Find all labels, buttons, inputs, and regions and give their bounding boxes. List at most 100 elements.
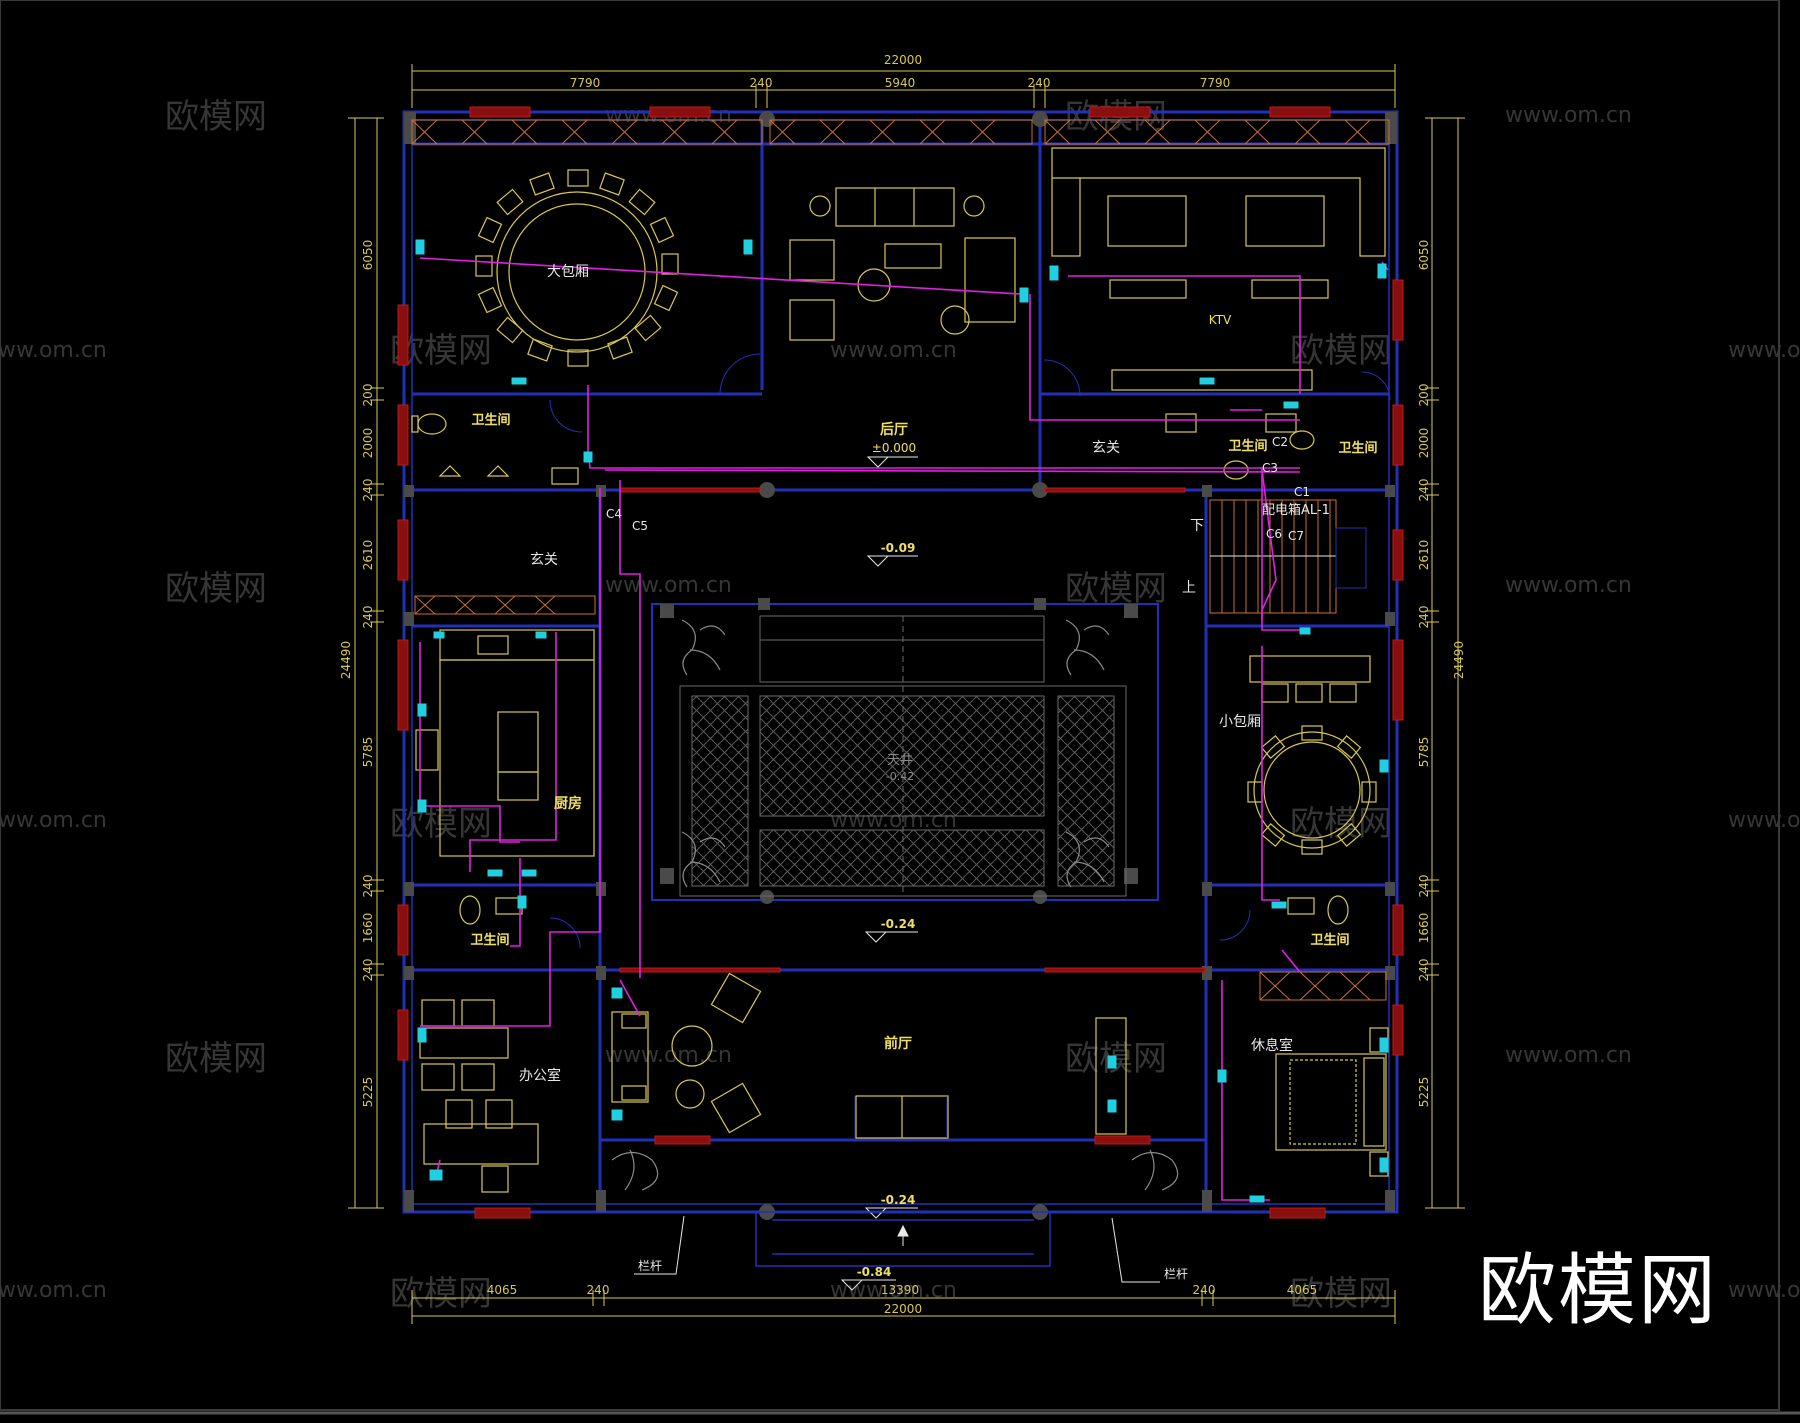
level-labels: -0.09 -0.24 -0.24 -0.84 xyxy=(857,541,916,1279)
watermark-url: www.om.cn xyxy=(1728,338,1800,363)
dim-ticks xyxy=(348,117,1465,1209)
dim-right-overall: 24490 xyxy=(1452,641,1466,679)
dim-top-1: 7790 xyxy=(570,76,601,90)
watermark-url: www.om.cn xyxy=(605,573,732,598)
circuit-c1: C1 xyxy=(1294,485,1310,499)
dim-left-1: 6050 xyxy=(361,240,375,271)
circuit-c7: C7 xyxy=(1288,529,1304,543)
dim-bottom-overall: 22000 xyxy=(884,1302,922,1316)
doors xyxy=(549,353,1391,1138)
railing-leaders xyxy=(634,1215,1160,1283)
columns xyxy=(404,111,1397,1220)
label-restroom-right-bottom: 卫生间 xyxy=(1310,932,1349,948)
stairs xyxy=(1209,499,1367,614)
label-rest-room: 休息室 xyxy=(1251,1037,1293,1054)
label-kitchen: 厨房 xyxy=(554,795,582,812)
dim-left-11: 5225 xyxy=(361,1077,375,1108)
label-small-private-room: 小包厢 xyxy=(1219,714,1261,730)
bed xyxy=(1275,1053,1387,1151)
level-entrance: -0.84 xyxy=(857,1265,892,1279)
plants xyxy=(611,619,1179,1191)
storage-cabinets xyxy=(411,119,1390,1001)
dim-right-8: 240 xyxy=(1417,875,1431,898)
dim-bottom-1: 4065 xyxy=(487,1283,518,1297)
electrical-fixtures xyxy=(415,239,1389,1203)
watermark-cn: 欧模网 xyxy=(165,569,267,609)
room-labels: 大包厢 后厅 ±0.000 KTV 玄关 玄关 卫生间 卫生间 卫生间 卫生间 … xyxy=(470,264,1377,1084)
dim-left-7: 5785 xyxy=(361,737,375,768)
watermark-cn: 欧模网 xyxy=(165,97,267,137)
watermark-url: www.om.cn xyxy=(830,1278,957,1303)
label-courtyard-level: -0.42 xyxy=(886,770,914,783)
dim-right-3: 2000 xyxy=(1417,428,1431,459)
label-courtyard: 天井 xyxy=(887,753,913,768)
dim-left-4: 240 xyxy=(361,479,375,502)
circuit-c3: C3 xyxy=(1262,461,1278,475)
dim-left-8: 240 xyxy=(361,875,375,898)
dim-bottom-2: 240 xyxy=(587,1283,610,1297)
watermark-url: www.om.cn xyxy=(830,338,957,363)
watermark-url: www.om.cn xyxy=(1728,1278,1800,1303)
dim-left-9: 1660 xyxy=(361,913,375,944)
label-rear-hall-level: ±0.000 xyxy=(872,441,916,455)
dim-top-3: 5940 xyxy=(885,76,916,90)
watermark-url: www.om.cn xyxy=(1505,103,1632,128)
dim-top-overall: 22000 xyxy=(884,53,922,67)
railing-right-label: 栏杆 xyxy=(1164,1266,1188,1281)
railing-left-label: 栏杆 xyxy=(638,1258,662,1273)
label-restroom-mid-b: 卫生间 xyxy=(1338,440,1377,456)
dim-right-5: 2610 xyxy=(1417,540,1431,571)
dim-right-10: 240 xyxy=(1417,959,1431,982)
label-rear-hall: 后厅 xyxy=(880,421,908,438)
label-restroom-mid-a: 卫生间 xyxy=(1228,438,1267,454)
dim-right-9: 1660 xyxy=(1417,913,1431,944)
label-big-private-room: 大包厢 xyxy=(547,264,589,280)
stair-down-label: 下 xyxy=(1190,518,1204,534)
dim-bottom-3: 13390 xyxy=(881,1283,919,1297)
entrance-steps xyxy=(755,1211,1051,1267)
level-corridor-bottom: -0.24 xyxy=(881,917,916,931)
dim-right-1: 6050 xyxy=(1417,240,1431,271)
circuit-labels: C1 C2 C3 C4 C5 C6 C7 配电箱AL-1 下 上 栏杆 栏杆 xyxy=(606,435,1330,1281)
dimensions xyxy=(354,64,1459,1324)
label-foyer-left: 玄关 xyxy=(530,551,558,568)
stair-up-label: 上 xyxy=(1182,580,1196,596)
label-restroom-left-bottom: 卫生间 xyxy=(470,932,509,948)
watermark-url: www.om.cn xyxy=(1505,1043,1632,1068)
level-markers xyxy=(840,456,918,1291)
circuit-c2: C2 xyxy=(1272,435,1288,449)
level-porch: -0.24 xyxy=(881,1193,916,1207)
dim-bottom-4: 240 xyxy=(1193,1283,1216,1297)
label-foyer-right: 玄关 xyxy=(1092,439,1120,456)
sofa-rear-hall xyxy=(835,187,955,227)
dim-right-6: 240 xyxy=(1417,606,1431,629)
courtyard-paving xyxy=(679,615,1127,897)
dim-top-4: 240 xyxy=(1028,76,1051,90)
dim-left-5: 2610 xyxy=(361,540,375,571)
electrical-wiring xyxy=(419,257,1389,1201)
dim-left-6: 240 xyxy=(361,606,375,629)
left-dimension-texts: 24490 6050 200 2000 240 2610 240 5785 24… xyxy=(339,240,375,1108)
watermark-cn: 欧模网 xyxy=(1290,1274,1392,1314)
watermark-url: www.om.cn xyxy=(1505,573,1632,598)
dim-left-overall: 24490 xyxy=(339,641,353,679)
circuit-c5: C5 xyxy=(632,519,648,533)
watermark-url: www.om.cn xyxy=(0,338,107,363)
windows xyxy=(397,106,1404,1219)
dim-right-2: 200 xyxy=(1417,384,1431,407)
dim-top-2: 240 xyxy=(750,76,773,90)
watermark-url: www.om.cn xyxy=(0,808,107,833)
dim-bottom-5: 4065 xyxy=(1287,1283,1318,1297)
level-corridor-top: -0.09 xyxy=(881,541,916,555)
dim-left-3: 2000 xyxy=(361,428,375,459)
watermark-cn: 欧模网 xyxy=(390,1274,492,1314)
watermark-url: www.om.cn xyxy=(0,1278,107,1303)
ktv-sofa xyxy=(1051,147,1386,257)
label-office: 办公室 xyxy=(519,1067,561,1084)
brand-logo: 欧模网 xyxy=(1478,1246,1719,1336)
label-restroom-left-top: 卫生间 xyxy=(471,412,510,428)
dim-left-10: 240 xyxy=(361,959,375,982)
watermark-url: www.om.cn xyxy=(1728,808,1800,833)
small-round-table xyxy=(1263,741,1361,839)
